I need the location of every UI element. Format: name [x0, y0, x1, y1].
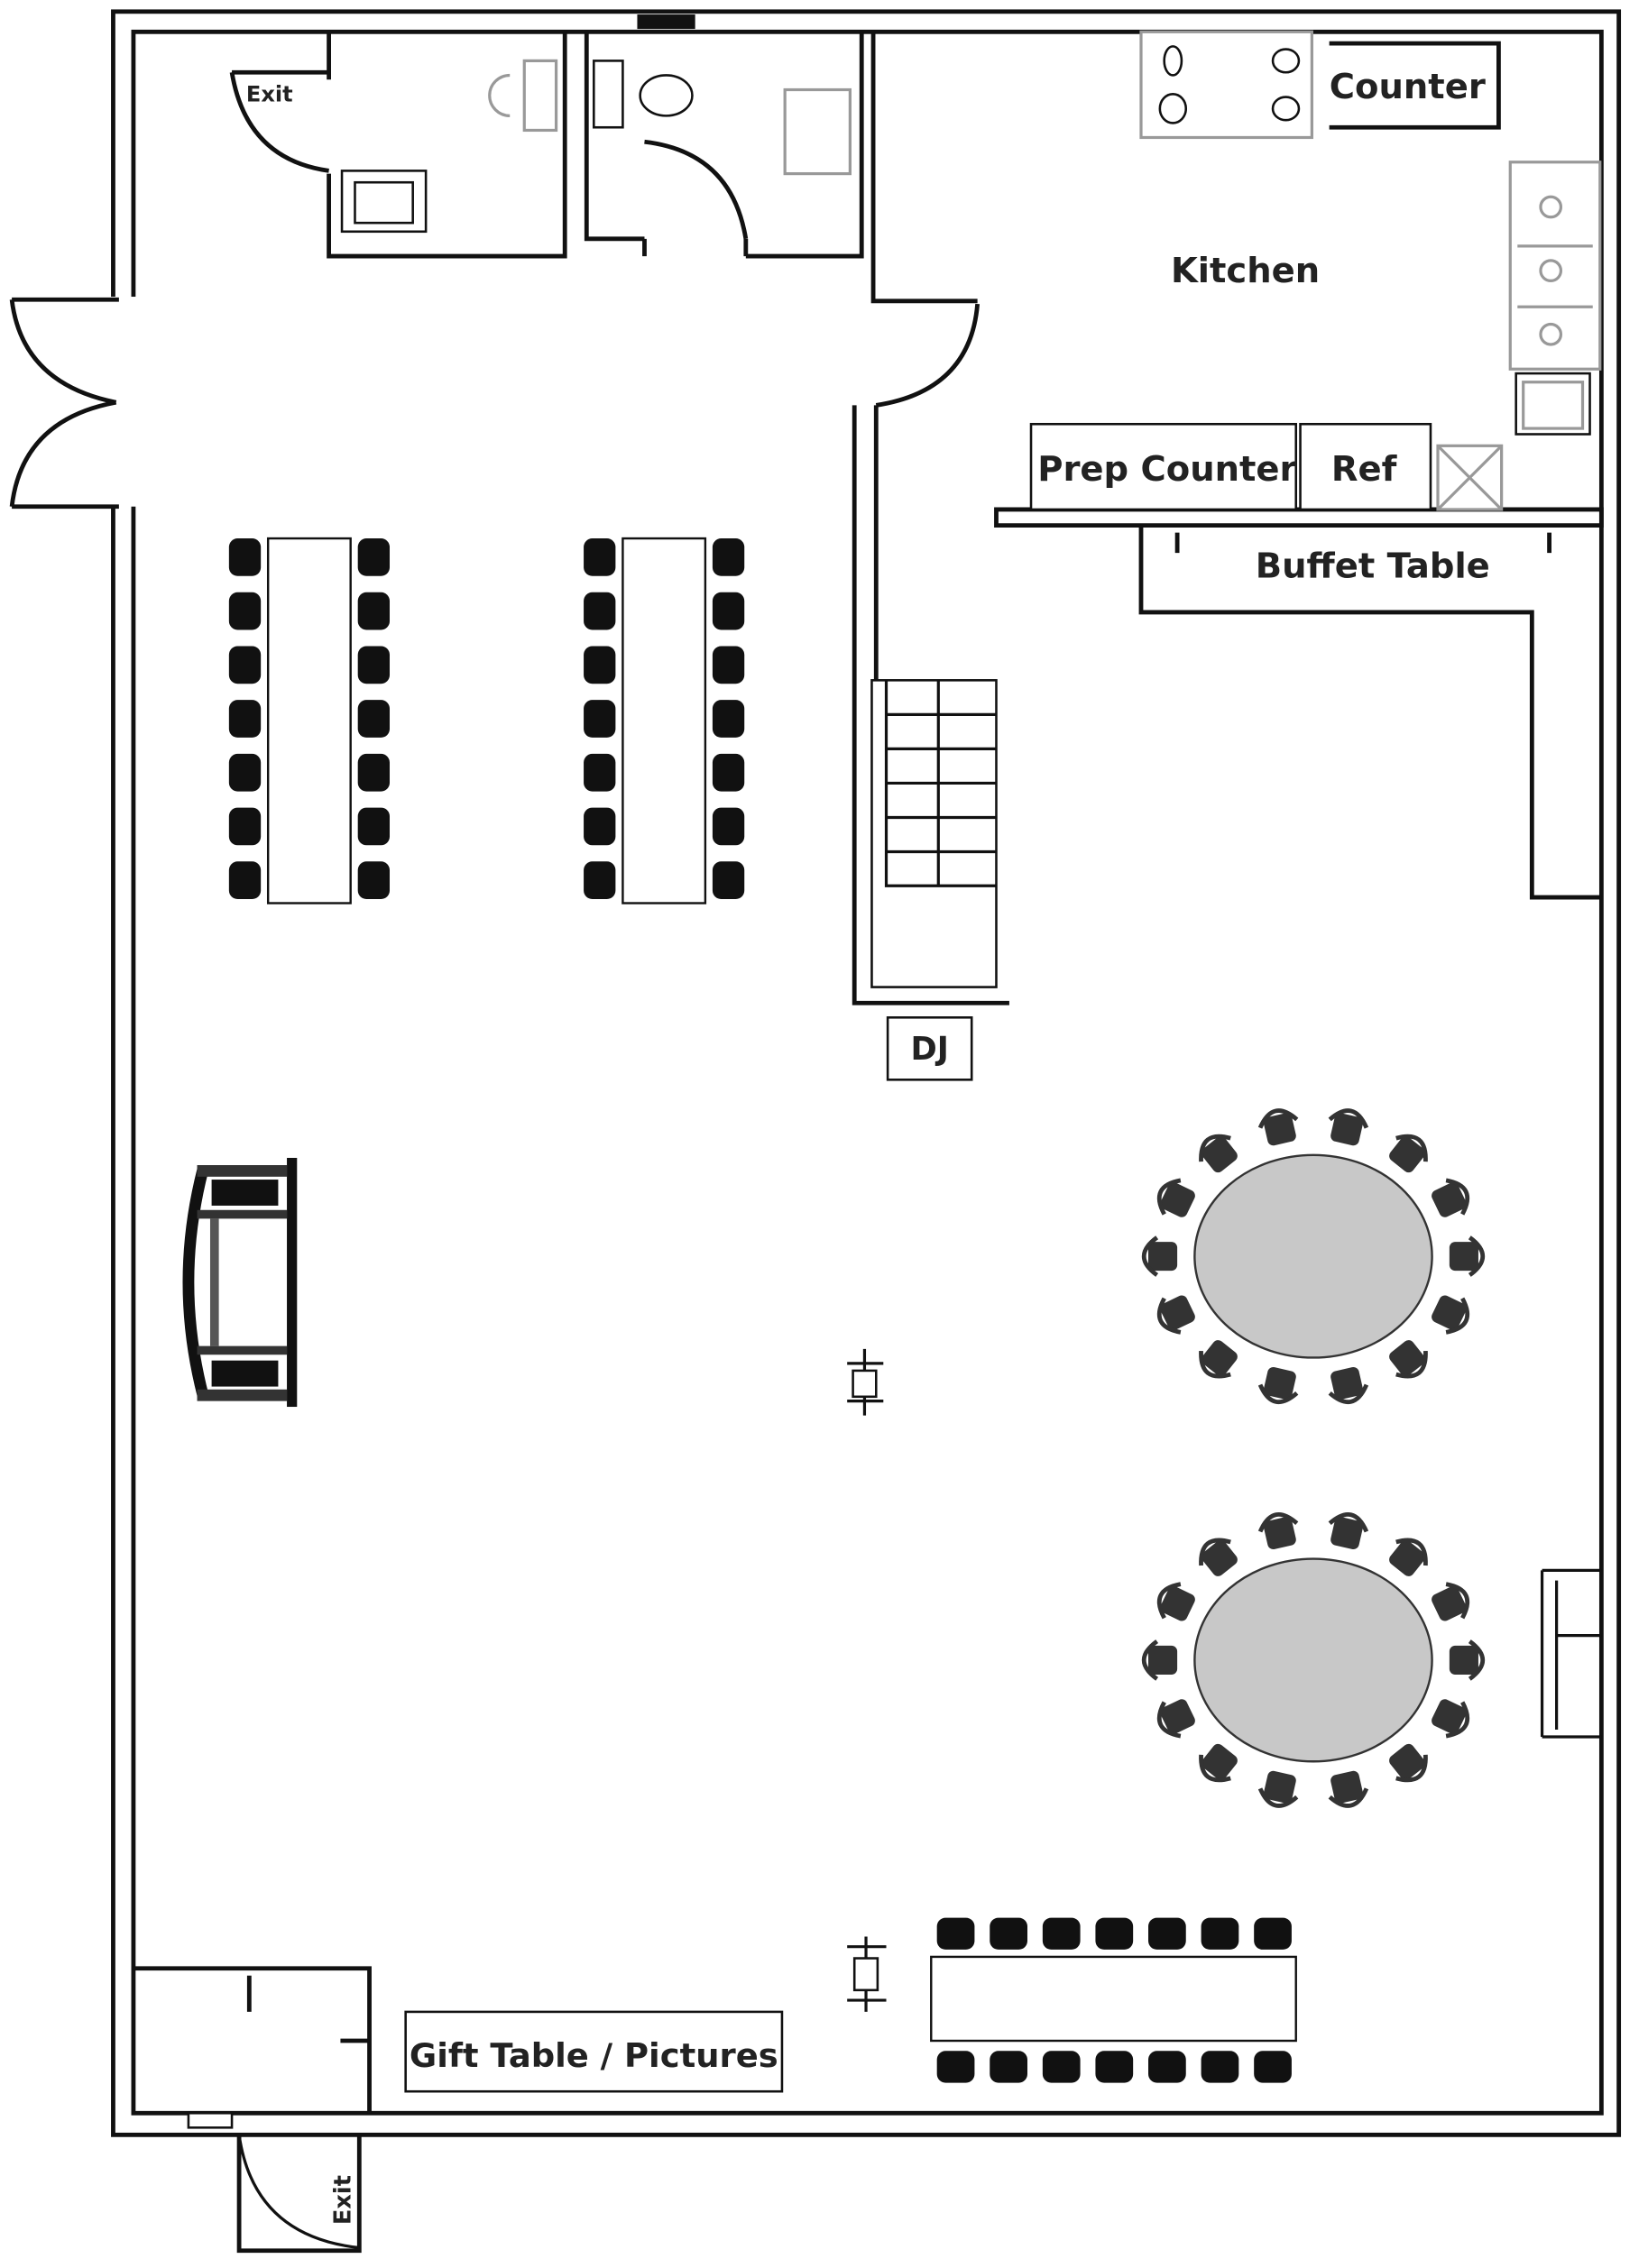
fixtures — [847, 1348, 887, 2012]
chair — [584, 592, 616, 630]
chair — [712, 646, 745, 684]
chair — [584, 807, 616, 846]
chair — [1432, 1295, 1470, 1335]
banquet-table — [266, 537, 352, 904]
chair — [228, 861, 262, 900]
buffet-table-label: Buffet Table — [1256, 546, 1490, 586]
chair — [1254, 1917, 1292, 1950]
dj-label: DJ — [910, 1031, 948, 1068]
chair — [712, 861, 745, 900]
chair — [357, 753, 391, 792]
right-window — [1540, 1568, 1602, 1739]
chair — [228, 646, 262, 684]
chair — [712, 807, 745, 846]
chair — [357, 646, 391, 684]
chair — [228, 753, 262, 792]
chair — [584, 861, 616, 900]
chair — [1432, 1582, 1470, 1621]
chair — [1148, 1917, 1186, 1950]
chair — [1148, 2051, 1186, 2083]
chair — [1095, 1917, 1134, 1950]
chair — [1042, 1917, 1081, 1950]
chair — [1257, 1108, 1299, 1146]
chair — [584, 700, 616, 738]
chair — [712, 592, 745, 630]
chair — [1389, 1340, 1428, 1379]
chair — [990, 2051, 1027, 2083]
chair — [1156, 1582, 1195, 1621]
kitchen-label: Kitchen — [1171, 251, 1320, 291]
chair — [1328, 1770, 1369, 1808]
chair — [1328, 1108, 1369, 1146]
chair — [357, 861, 391, 900]
gift-table-label: Gift Table / Pictures — [410, 2036, 778, 2075]
chair — [1254, 2051, 1292, 2083]
chair — [1257, 1366, 1299, 1404]
round-table — [1193, 1557, 1433, 1763]
banquet-table — [930, 1955, 1297, 2043]
refrigerator — [1299, 422, 1432, 511]
chair — [1432, 1699, 1470, 1739]
exit-label-top: Exit — [246, 81, 293, 106]
counter-label: Counter — [1330, 67, 1486, 107]
chair — [712, 538, 745, 576]
round-table — [1193, 1153, 1433, 1359]
chair — [228, 700, 262, 738]
chair — [228, 538, 262, 576]
chair — [1432, 1178, 1470, 1217]
chair — [712, 700, 745, 738]
chair — [1199, 1743, 1238, 1783]
chair — [1095, 2051, 1134, 2083]
chair — [712, 753, 745, 792]
tables — [228, 537, 1486, 2083]
chair — [357, 700, 391, 738]
chair — [990, 1917, 1027, 1950]
chair — [1201, 2051, 1239, 2083]
ref-label: Ref — [1331, 449, 1398, 490]
prep-counter — [1029, 422, 1298, 511]
chair — [1156, 1295, 1195, 1335]
chair — [1389, 1743, 1428, 1783]
chair — [1257, 1512, 1299, 1550]
chair — [228, 592, 262, 630]
stage — [182, 1157, 298, 1408]
exit-label-bottom: Exit — [330, 2175, 357, 2225]
chair — [1156, 1699, 1195, 1739]
chair — [1389, 1134, 1428, 1173]
chair — [1328, 1366, 1369, 1404]
chair — [1042, 2051, 1081, 2083]
chair — [357, 538, 391, 576]
chair — [1389, 1538, 1428, 1576]
prep-counter-label: Prep Counter — [1037, 449, 1296, 490]
chair — [357, 592, 391, 630]
chair — [1141, 1639, 1178, 1681]
chair — [357, 807, 391, 846]
chair — [1141, 1235, 1178, 1277]
chair — [584, 753, 616, 792]
chair — [584, 538, 616, 576]
walls: Exit — [9, 9, 1622, 2137]
chair — [1257, 1770, 1299, 1808]
chair — [1199, 1134, 1238, 1173]
chair — [1449, 1639, 1486, 1681]
chair — [936, 2051, 975, 2083]
chair — [1199, 1538, 1238, 1576]
banquet-table — [621, 537, 707, 904]
chair — [1201, 1917, 1239, 1950]
chair — [584, 646, 616, 684]
chair — [1449, 1235, 1486, 1277]
kitchen: Counter Kitchen Prep Counter Ref — [1029, 30, 1602, 511]
chair — [228, 807, 262, 846]
chair — [1328, 1512, 1369, 1550]
stairs — [870, 679, 998, 988]
chair — [1199, 1340, 1238, 1379]
chair — [936, 1917, 975, 1950]
chair — [1156, 1178, 1195, 1217]
buffet: Buffet Table — [1138, 525, 1600, 900]
gift-area: Gift Table / Pictures Exit — [133, 1966, 784, 2254]
